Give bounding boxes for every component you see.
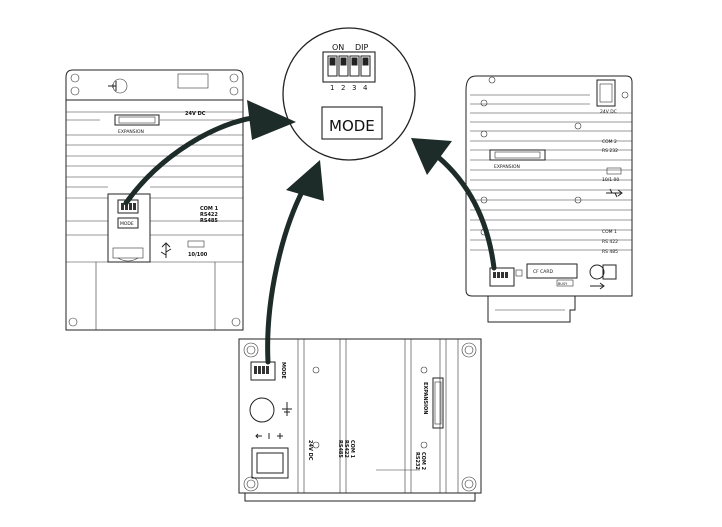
right-rs422-label: RS 422 <box>602 239 618 245</box>
bottom-rs422-label: RS422 <box>343 440 349 458</box>
right-com1-label: COM 1 <box>602 229 617 235</box>
callout-zoom: ON DIP 1 2 3 4 MODE <box>282 27 416 161</box>
dip-switches[interactable] <box>327 55 371 77</box>
bottom-com2-label: COM 2 <box>420 452 426 471</box>
right-ethernet-label: 10/1 00 <box>602 177 619 183</box>
left-rs485-label: RS485 <box>200 218 218 224</box>
left-mode-label: MODE <box>120 221 134 227</box>
dip-number-1: 1 <box>330 84 334 92</box>
left-rs422-label: RS422 <box>200 212 218 218</box>
left-com1-label: COM 1 <box>200 206 219 212</box>
bottom-mode-label: MODE <box>280 362 286 379</box>
right-rs485-label: RS 485 <box>602 249 618 255</box>
dip-on-label: ON <box>332 43 344 52</box>
left-expansion-label: EXPANSION <box>118 129 144 135</box>
ground-icon <box>108 78 128 94</box>
right-power-label: 24V DC <box>600 109 617 115</box>
right-expansion-label: EXPANSION <box>494 164 520 170</box>
dip-label: DIP <box>355 43 369 52</box>
mode-button-label: MODE <box>329 117 375 135</box>
left-ethernet-label: 10/100 <box>188 252 208 258</box>
right-device: 24V DC EXPANSION COM 2 RS 232 10/1 00 CO… <box>465 75 633 323</box>
bottom-rs232-label: RS232 <box>414 452 420 470</box>
right-cf-card-label: CF CARD <box>533 269 554 275</box>
bottom-power-label: 24V DC <box>307 440 313 461</box>
usb-icon <box>160 242 172 258</box>
bottom-rs485-label: RS485 <box>337 440 343 458</box>
right-busy-label: BUSY <box>558 282 568 286</box>
bottom-expansion-label: EXPANSION <box>422 382 428 414</box>
dip-number-3: 3 <box>352 84 356 92</box>
usb-icon <box>606 188 623 198</box>
dip-number-4: 4 <box>363 84 368 92</box>
left-device: EXPANSION 24V DC MODE COM 1 RS422 RS485 … <box>65 69 244 331</box>
right-com2-label: COM 2 <box>602 139 617 145</box>
bottom-com1-label: COM 1 <box>349 440 355 459</box>
bottom-device: MODE 24V DC COM 1 RS422 RS485 COM 2 RS23… <box>238 338 482 502</box>
left-power-label: 24V DC <box>185 111 206 117</box>
arrows <box>123 100 497 365</box>
right-rs232-label: RS 232 <box>602 148 618 154</box>
mode-button[interactable] <box>321 106 383 140</box>
ground-icon <box>282 402 292 416</box>
dip-number-2: 2 <box>341 84 345 92</box>
